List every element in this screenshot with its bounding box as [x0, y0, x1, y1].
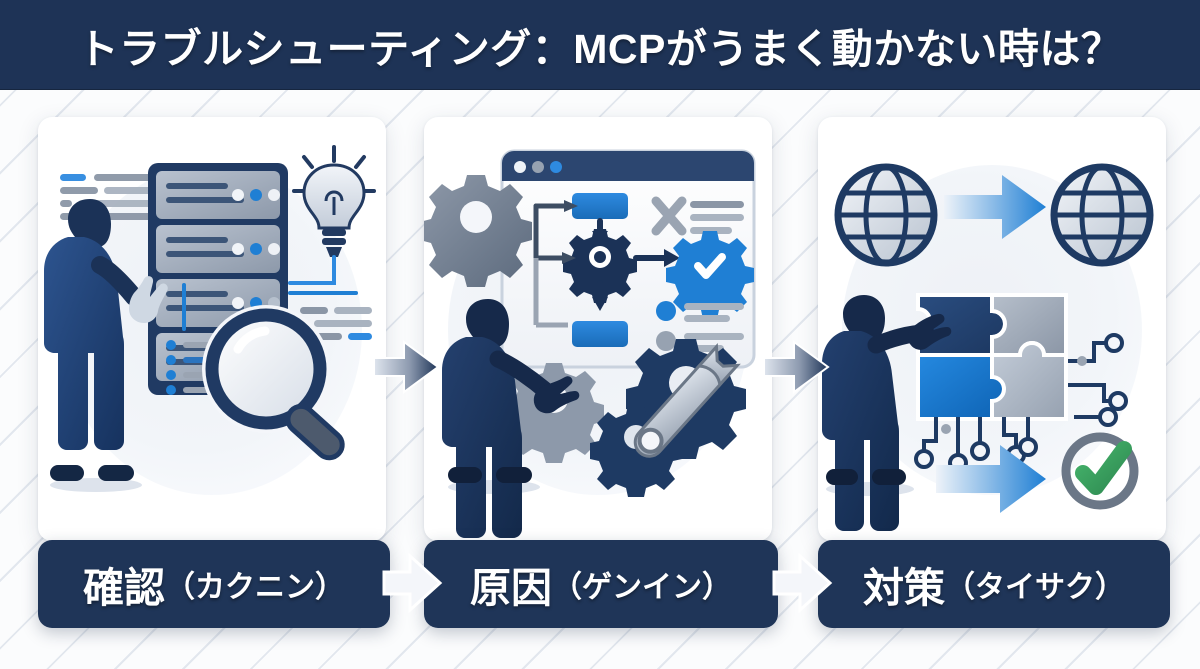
lightbulb-icon — [292, 145, 376, 257]
step-card-2 — [424, 117, 772, 541]
circuit-traces-right — [1068, 333, 1128, 427]
text-line-placeholders-window — [690, 201, 744, 234]
step-card-3 — [818, 117, 1166, 541]
step-label-1: 確認（カクニン） — [38, 540, 390, 628]
step-label-1-kana: （カクニン） — [165, 571, 345, 604]
arrow-label2-to-label3 — [772, 546, 833, 620]
flowchart-nodes — [533, 193, 680, 347]
text-line-placeholders-right — [300, 307, 372, 340]
check-circle-icon — [1061, 432, 1139, 510]
gear-icon-left — [424, 175, 532, 287]
puzzle-pieces — [916, 293, 1068, 421]
arrow-step2-to-step3 — [763, 336, 830, 398]
globe-icon-right — [1050, 163, 1154, 267]
step-card-1 — [38, 117, 386, 541]
magnifier-icon — [202, 305, 345, 461]
step-label-3-kanji: 対策 — [863, 565, 945, 611]
x-mark-icon — [651, 196, 687, 236]
arrow-step1-to-step2 — [373, 336, 440, 398]
gear-center-icon — [563, 229, 637, 303]
wrench-icon — [633, 342, 741, 458]
step-label-3-kana: （タイサク） — [945, 571, 1125, 604]
diagnosis-flowchart-illustration — [424, 149, 756, 538]
connector-lines — [288, 255, 358, 295]
arrow-label1-to-label2 — [382, 546, 443, 620]
step-label-2-kanji: 原因 — [470, 565, 552, 611]
browser-window — [500, 149, 756, 369]
step-label-1-kanji: 確認 — [83, 565, 165, 611]
check-gear-icon — [666, 231, 754, 319]
globe-icon-left — [834, 163, 938, 267]
arrow-top — [944, 175, 1046, 239]
server-inspection-illustration — [44, 145, 376, 492]
step-label-2-kana: （ゲンイン） — [552, 571, 732, 604]
connection-fix-illustration — [822, 163, 1154, 531]
text-line-placeholders-top — [60, 174, 156, 220]
step-label-2: 原因（ゲンイン） — [424, 540, 778, 628]
person-silhouette — [44, 199, 168, 492]
page-title: トラブルシューティング：MCPがうまく動かない時は？ — [77, 25, 1123, 72]
person-silhouette — [442, 299, 580, 538]
header-banner: トラブルシューティング：MCPがうまく動かない時は？ — [0, 0, 1200, 89]
person-silhouette — [822, 295, 952, 531]
arrow-bottom — [936, 445, 1046, 513]
step-label-3: 対策（タイサク） — [818, 540, 1170, 628]
